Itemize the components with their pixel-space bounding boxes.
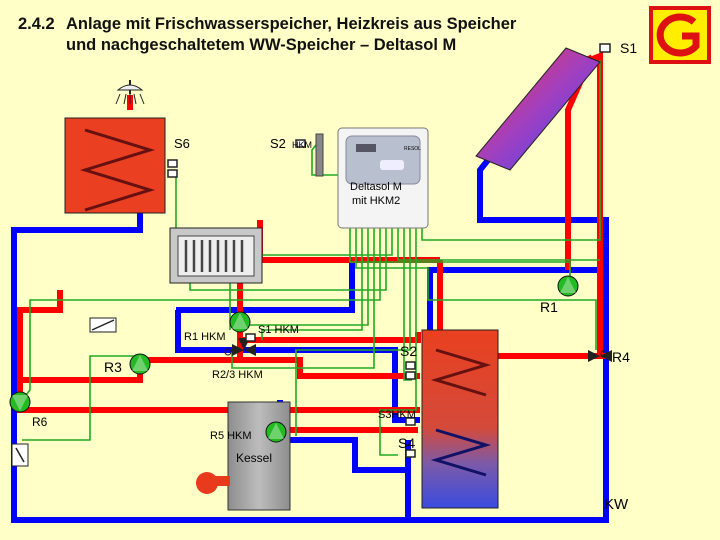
company-logo-g: [649, 6, 711, 64]
label-r1: R1: [540, 299, 558, 315]
label-s2: S2: [400, 343, 417, 359]
mixing-valve-icon[interactable]: [588, 350, 612, 362]
sensor-icon: [405, 361, 416, 370]
mixing-valve-icon[interactable]: [89, 317, 117, 333]
boiler-label: Kessel: [236, 451, 272, 465]
signal-wires: [21, 60, 601, 456]
label-r6: R6: [32, 415, 48, 429]
boiler: [196, 401, 291, 511]
sensor-icon: [295, 139, 306, 148]
radiator-icon: [169, 227, 263, 284]
shower-icon: [115, 80, 145, 105]
sensor-icon: [405, 449, 416, 458]
label-s4: S4: [398, 435, 415, 451]
label-s1: S1: [620, 40, 637, 56]
pump-icon[interactable]: [9, 391, 31, 413]
sensor-icon: [167, 159, 178, 168]
fresh-water-storage: [64, 117, 166, 214]
pump-icon[interactable]: [229, 311, 251, 333]
sensor-icon: [245, 333, 256, 342]
solar-collector: [475, 47, 601, 171]
dhw-storage: [421, 329, 499, 509]
label-s1-hkm: S1 HKM: [258, 324, 299, 336]
label-r1-hkm: R1 HKM: [184, 331, 226, 343]
pump-icon[interactable]: [557, 275, 579, 297]
label-r3: R3: [104, 359, 122, 375]
label-kw: KW: [604, 496, 629, 513]
label-r2-3-hkm: R2/3 HKM: [212, 369, 263, 381]
mixing-valve-icon[interactable]: [11, 443, 29, 467]
pump-icon[interactable]: [129, 353, 151, 375]
label-s2-hkm: S2: [270, 136, 286, 151]
controller-brand: RESOL: [404, 146, 421, 152]
label-s6: S6: [174, 136, 190, 151]
controller-label-1: Deltasol M: [350, 181, 402, 193]
label-r5-hkm: R5 HKM: [210, 430, 252, 442]
sensor-icon: [405, 371, 416, 380]
title-line-1: Anlage mit Frischwasserspeicher, Heizkre…: [66, 15, 517, 33]
label-hkm-small: HKM: [292, 140, 312, 150]
section-number: 2.4.2: [18, 15, 55, 33]
sensor-icon: [405, 417, 416, 426]
pump-icon[interactable]: [265, 421, 287, 443]
controller-label-2: mit HKM2: [352, 195, 400, 207]
sensor-icon: [599, 43, 611, 53]
label-s3-hkm: S3HKM: [378, 409, 416, 421]
label-r4: R4: [612, 349, 630, 365]
page-title: 2.4.2 Anlage mit Frischwasserspeicher, H…: [18, 14, 578, 56]
title-line-2: und nachgeschaltetem WW-Speicher – Delta…: [66, 36, 457, 54]
controller-device[interactable]: RESOL: [315, 127, 429, 229]
sensor-icon: [167, 169, 178, 178]
